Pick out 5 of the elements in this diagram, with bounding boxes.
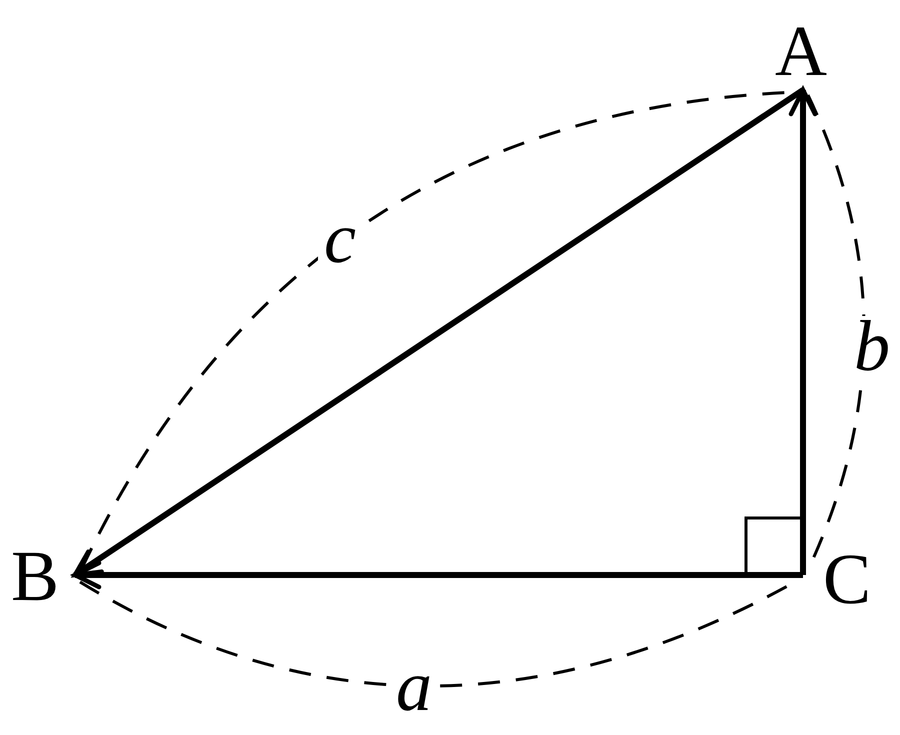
vertex-label: B xyxy=(0,545,70,611)
arrow xyxy=(788,88,818,575)
vertex-label: C xyxy=(812,548,882,614)
vertex-label: A xyxy=(768,20,834,86)
arrow xyxy=(72,560,803,590)
